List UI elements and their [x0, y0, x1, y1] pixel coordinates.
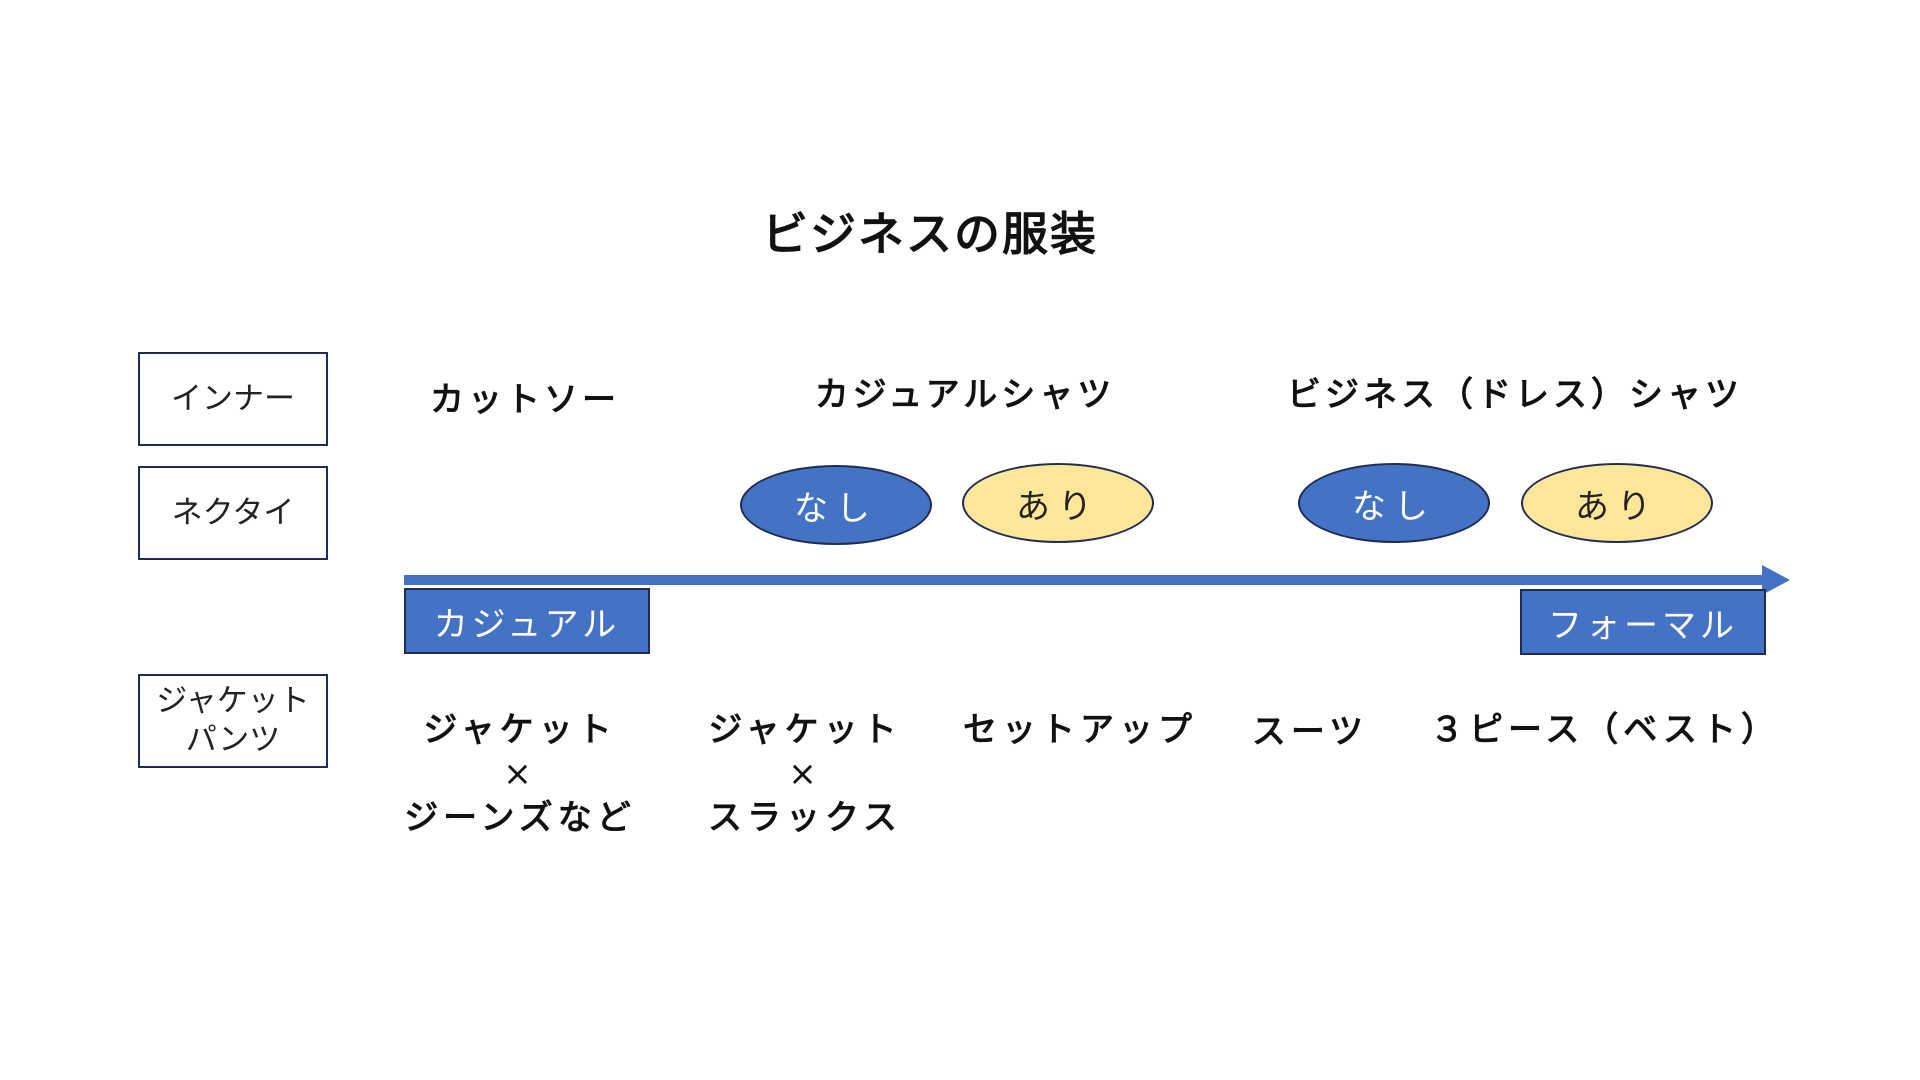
jacket-item-suit: スーツ: [1245, 710, 1375, 754]
arrow-shaft: [404, 575, 1768, 585]
necktie-yes-casual: あり: [962, 463, 1154, 543]
row-label-necktie-text: ネクタイ: [171, 494, 295, 531]
jacket-item-three-piece: ３ピース（ベスト）: [1430, 708, 1780, 752]
necktie-yes-business: あり: [1521, 463, 1713, 543]
jacket-item-setup: セットアップ: [960, 708, 1200, 752]
jacket-item-line2: ジーンズなど: [404, 798, 636, 838]
inner-item-casual-shirt: カジュアルシャツ: [814, 375, 1116, 415]
jacket-item-line1: ジャケット: [708, 710, 902, 750]
scale-formal-label: フォーマル: [1520, 589, 1766, 655]
row-label-jacket-pants: ジャケット パンツ: [138, 674, 328, 768]
row-label-necktie: ネクタイ: [138, 466, 328, 560]
jacket-item-jacket-jeans: ジャケット × ジーンズなど: [400, 708, 640, 840]
row-label-inner-text: インナー: [171, 380, 295, 417]
times-sign: ×: [788, 754, 822, 794]
jacket-item-line1: セットアップ: [963, 710, 1197, 750]
row-label-jacket-pants-text: ジャケット パンツ: [156, 683, 310, 758]
times-sign: ×: [503, 754, 537, 794]
inner-item-business-shirt: ビジネス（ドレス）シャツ: [1287, 375, 1743, 415]
jacket-item-line1: ジャケット: [423, 710, 617, 750]
jacket-item-line2: スラックス: [708, 798, 902, 838]
necktie-none-casual: なし: [740, 465, 932, 545]
jacket-item-line1: ３ピース（ベスト）: [1430, 710, 1780, 750]
row-label-inner: インナー: [138, 352, 328, 446]
diagram-title: ビジネスの服装: [762, 207, 1098, 261]
arrow-head: [1762, 565, 1790, 595]
jacket-item-jacket-slacks: ジャケット × スラックス: [690, 708, 920, 840]
necktie-none-business: なし: [1298, 463, 1490, 543]
inner-item-cutsew: カットソー: [430, 380, 620, 420]
scale-casual-label: カジュアル: [404, 588, 650, 654]
jacket-item-line1: スーツ: [1251, 712, 1369, 752]
